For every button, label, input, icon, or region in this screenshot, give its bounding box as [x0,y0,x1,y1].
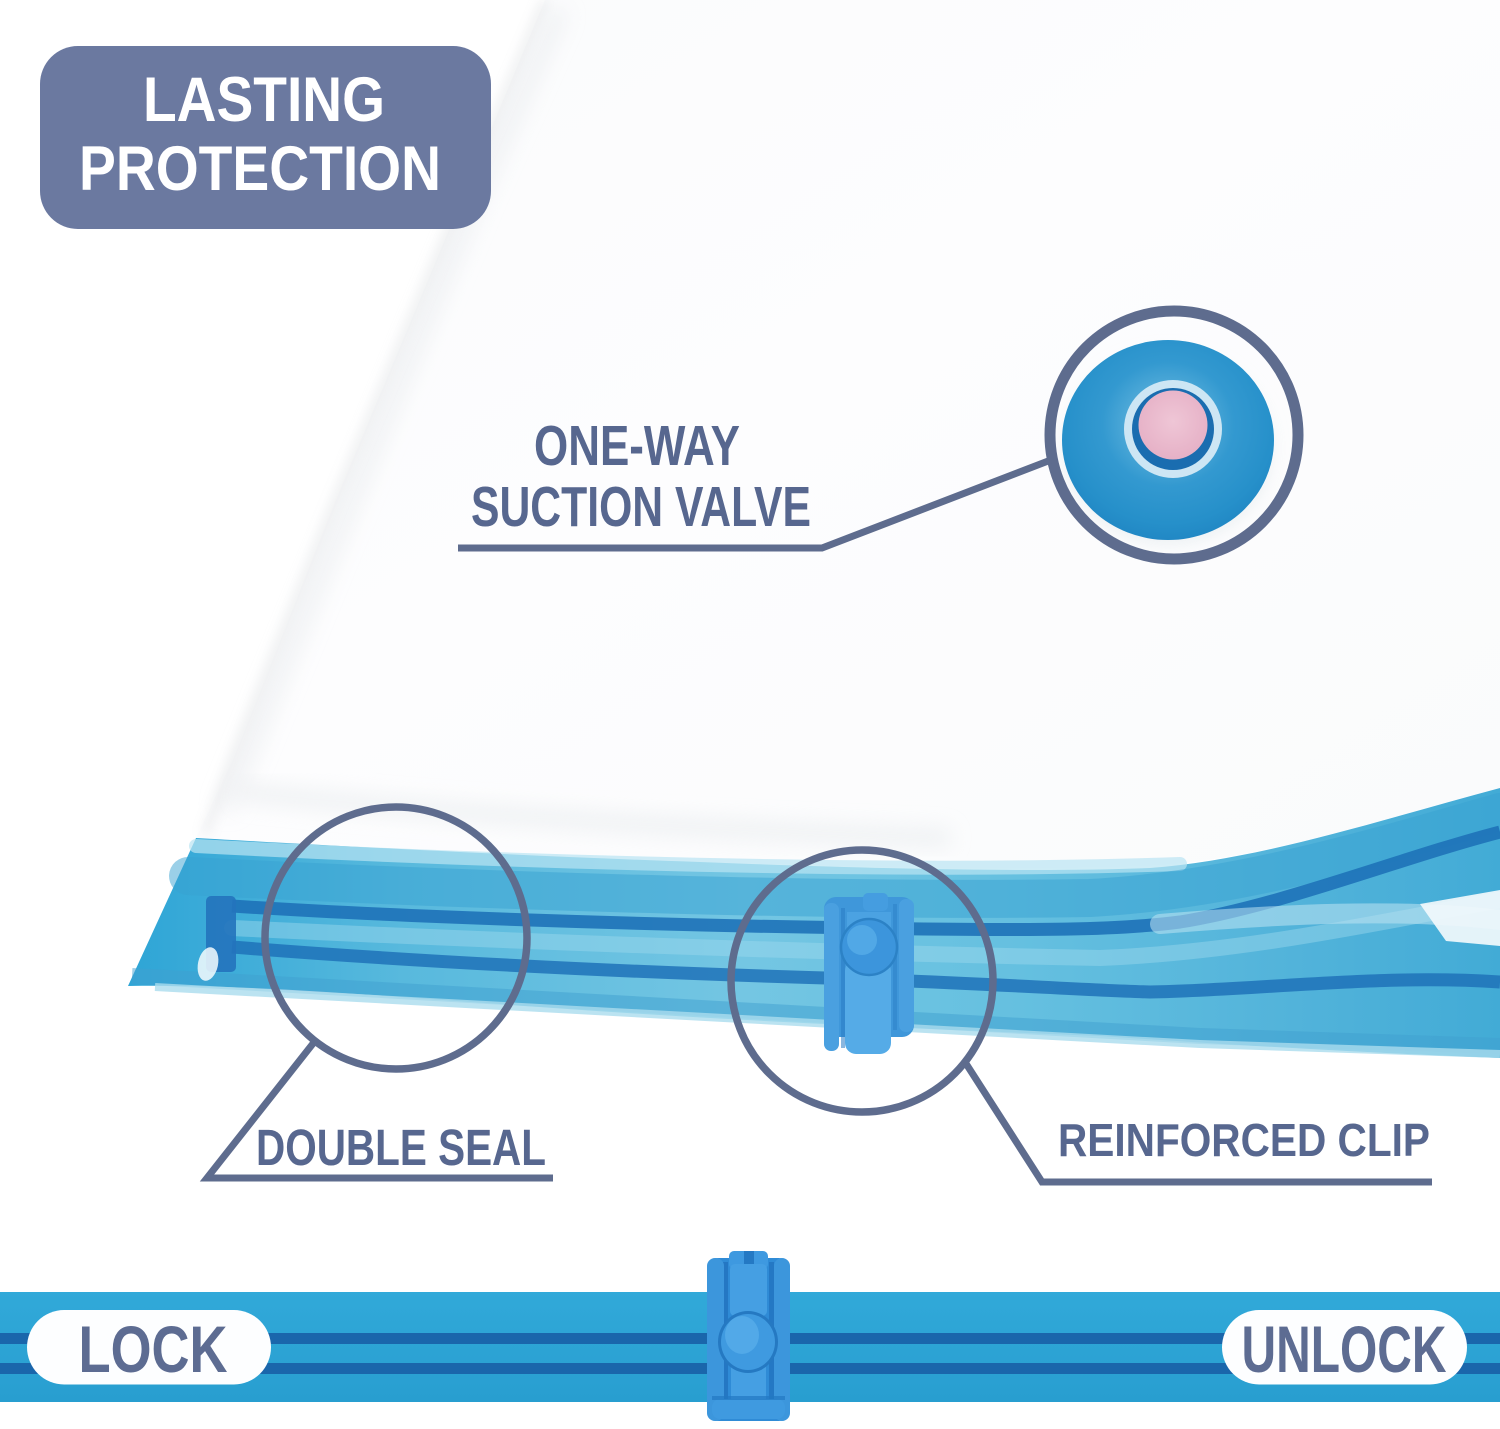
svg-text:ONE-WAY: ONE-WAY [534,414,740,478]
svg-text:LASTING: LASTING [143,65,385,135]
svg-text:DOUBLE SEAL: DOUBLE SEAL [256,1119,546,1176]
svg-text:REINFORCED CLIP: REINFORCED CLIP [1058,1114,1430,1166]
svg-text:LOCK: LOCK [79,1312,228,1386]
svg-text:SUCTION VALVE: SUCTION VALVE [471,475,811,539]
svg-text:UNLOCK: UNLOCK [1242,1312,1447,1386]
svg-text:PROTECTION: PROTECTION [79,134,441,204]
